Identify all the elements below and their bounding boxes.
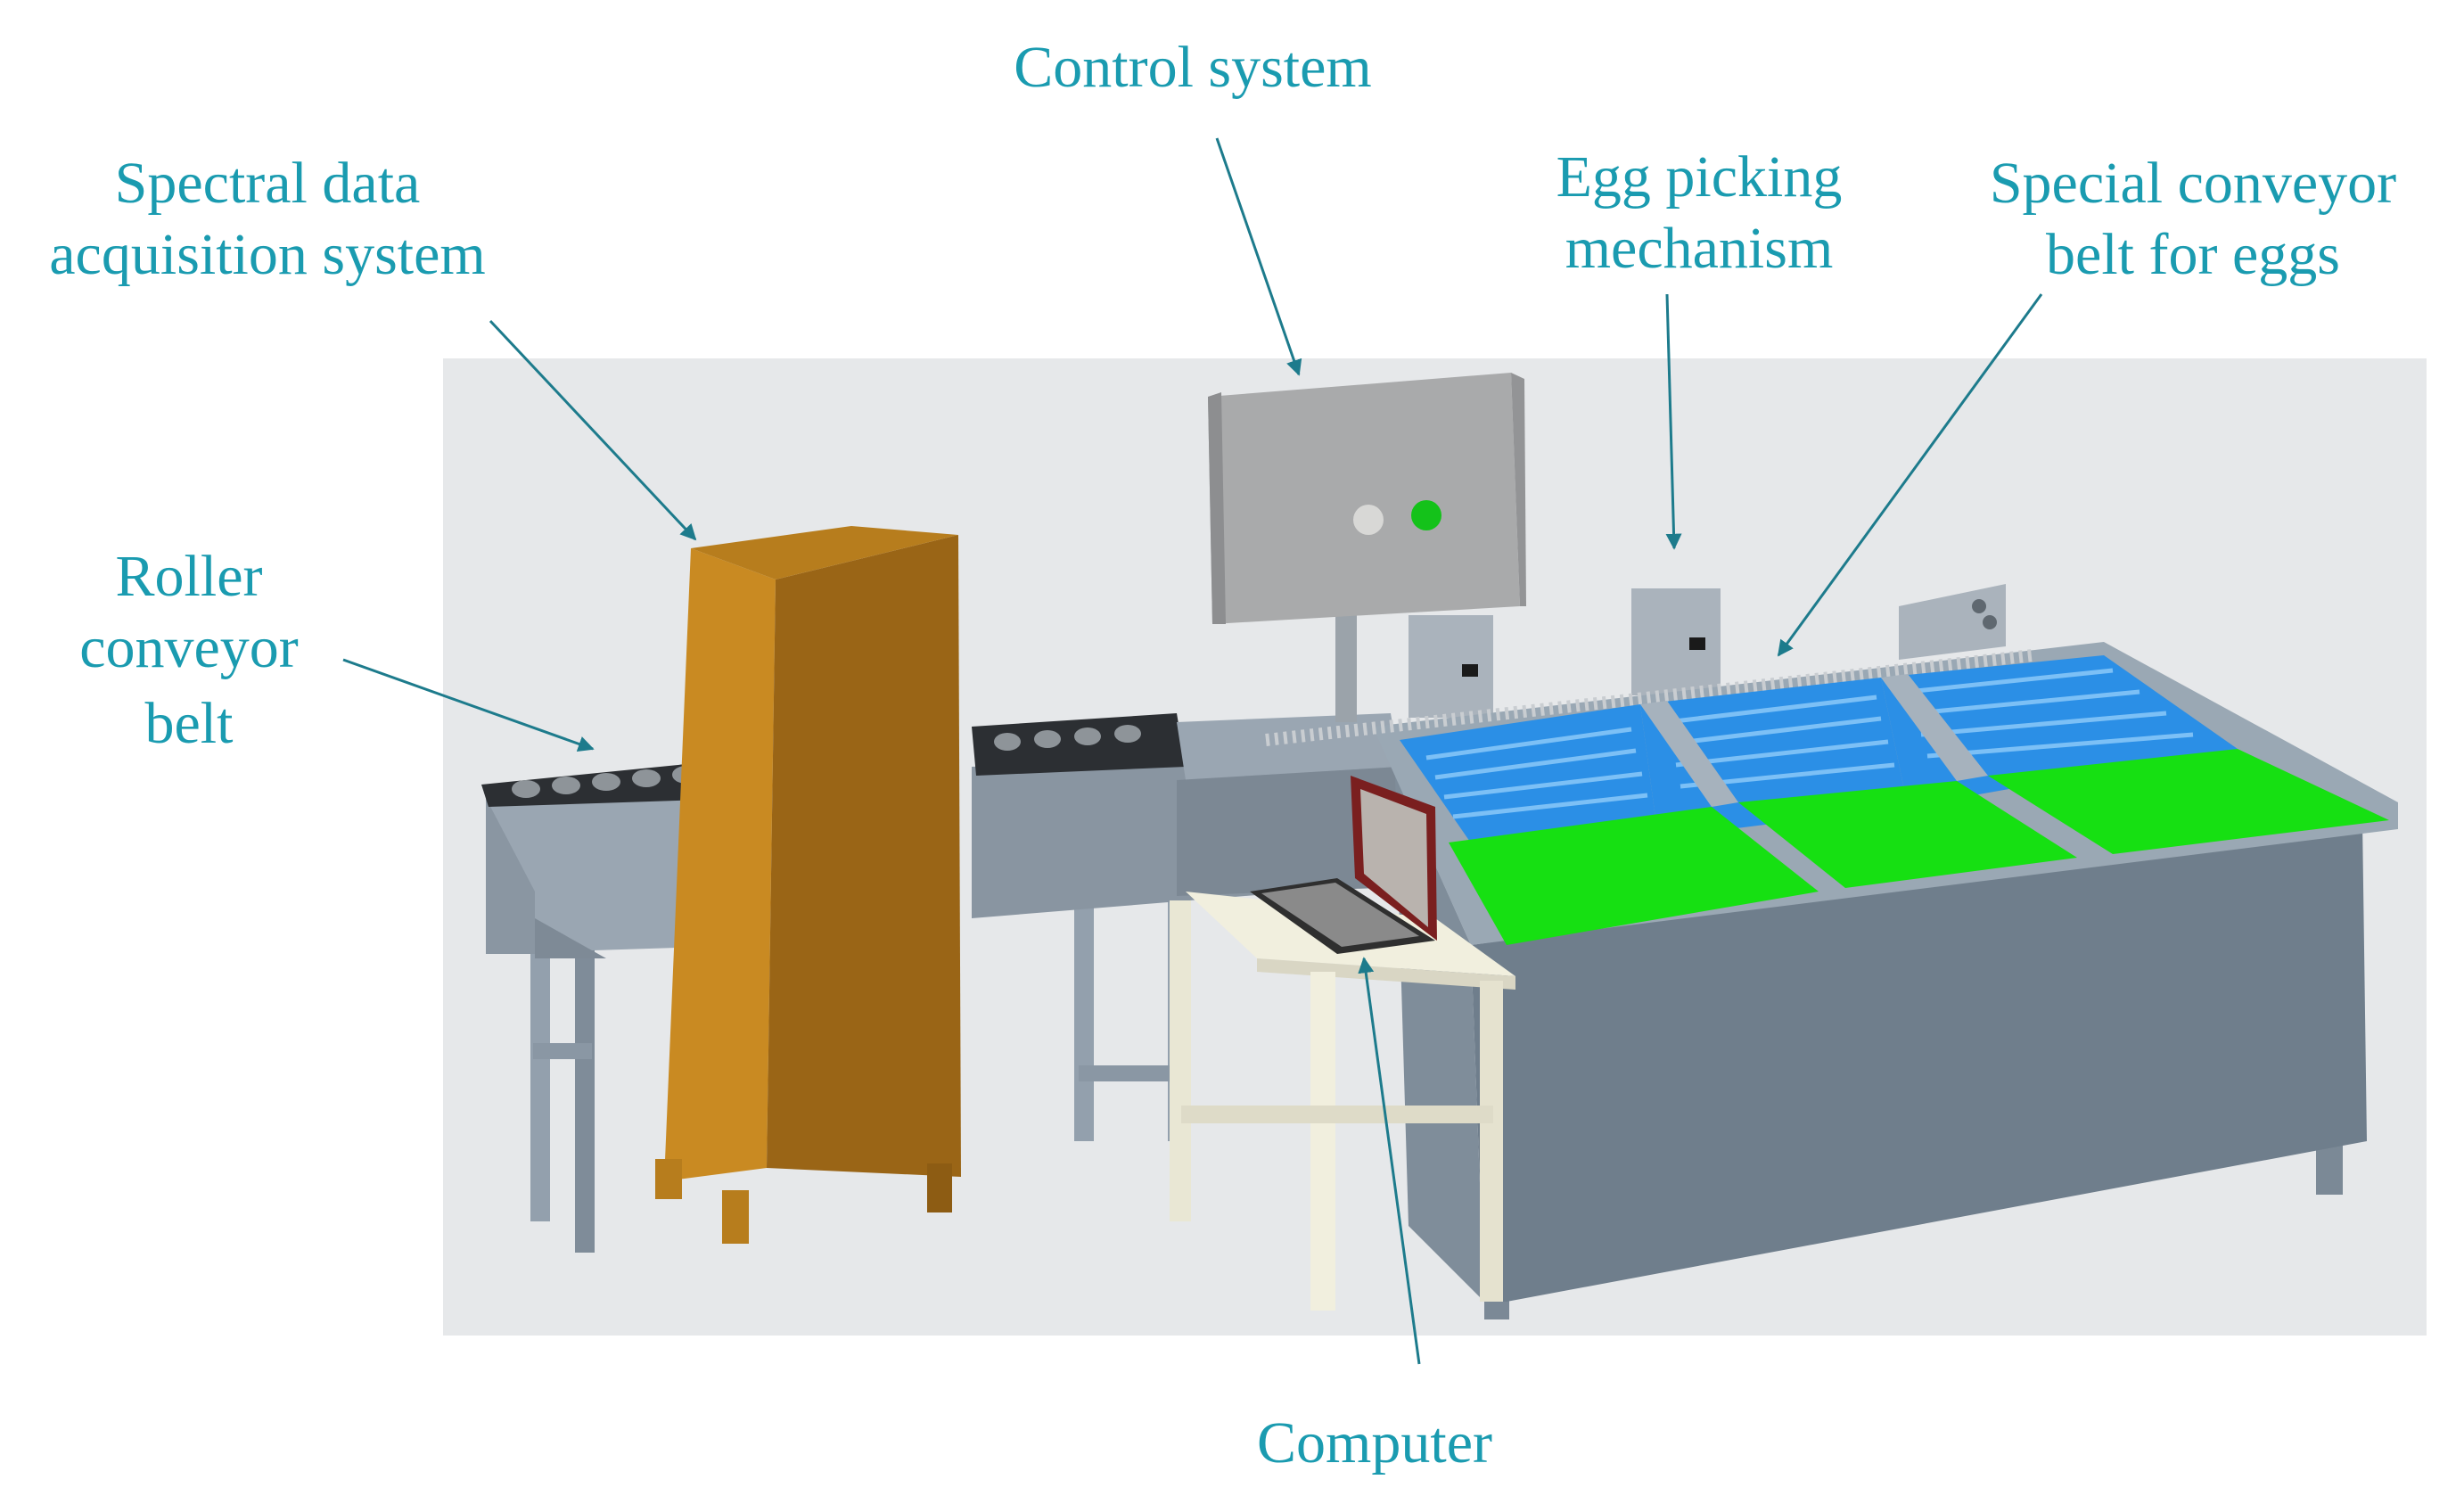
label-roller-line2: conveyor [79, 615, 299, 680]
label-roller-line3: belt [145, 691, 234, 756]
label-egg-picking-line1: Egg picking [1556, 144, 1843, 210]
arrow-special-belt [1777, 293, 2043, 657]
label-roller-line1: Roller [116, 544, 263, 609]
special-conveyor-table [1265, 642, 2398, 1319]
arrow-egg-picking [1665, 293, 1682, 550]
label-computer: Computer [1257, 1410, 1492, 1475]
label-special-belt-line1: Special conveyor [1990, 151, 2396, 216]
egg-picking-mechanism [1409, 584, 2006, 718]
control-system-box [1208, 373, 1526, 722]
spectral-acquisition-cabinet [655, 526, 961, 1244]
middle-conveyor [972, 713, 1409, 1141]
label-spectral-line2: acquisition system [49, 222, 485, 287]
arrow-control-system [1215, 137, 1302, 376]
label-special-belt-line2: belt for eggs [2046, 222, 2340, 287]
arrow-computer [1358, 957, 1421, 1365]
computer-station [1170, 776, 1515, 1311]
label-spectral-line1: Spectral data [115, 151, 421, 216]
label-control-system: Control system [1014, 35, 1372, 100]
arrow-roller-belt [342, 658, 595, 752]
label-egg-picking-line2: mechanism [1565, 216, 1834, 281]
arrow-spectral-system [489, 319, 697, 541]
